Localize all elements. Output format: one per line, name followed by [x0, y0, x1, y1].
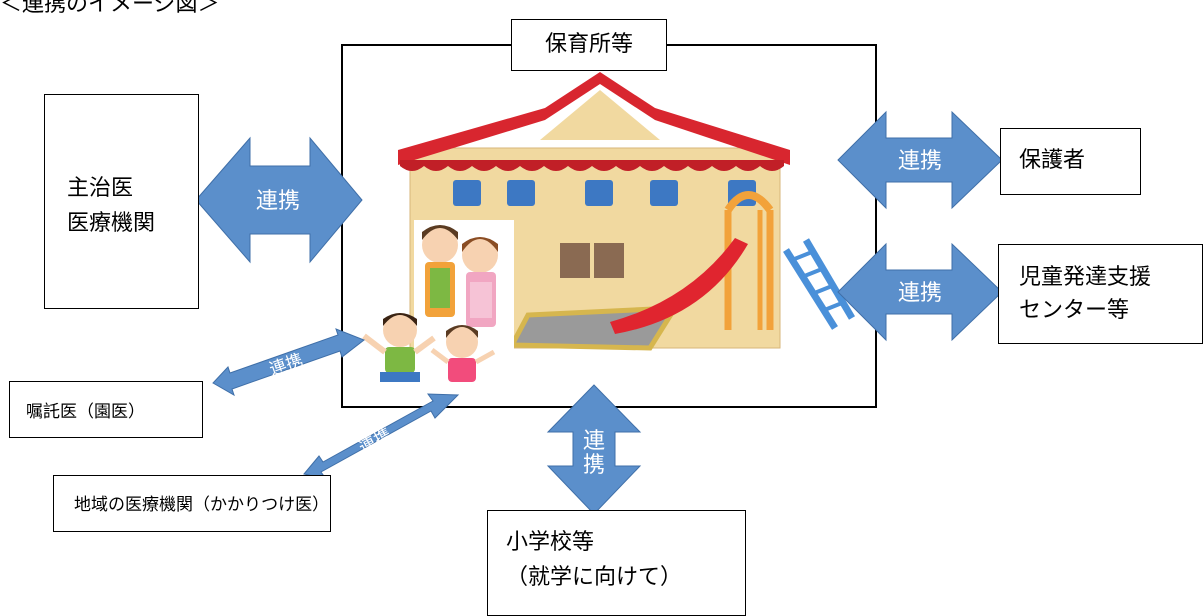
guardian-box: 保護者 [1000, 128, 1141, 195]
doctor-link-arrow [195, 136, 363, 264]
school-doctor-box: 嘱託医（園医） [9, 381, 203, 438]
family-illustration [362, 220, 514, 382]
child-support-line2: センター等 [1019, 298, 1130, 323]
slide-illustration [610, 191, 856, 334]
school-doctor-link-arrow [212, 328, 366, 397]
doctor-line1: 主治医 [67, 176, 134, 201]
child-support-link-label: 連携 [898, 281, 942, 306]
local-medical-link-arrow [303, 393, 460, 480]
school-link-label-1: 連 [583, 429, 605, 454]
school-box: 小学校等 （就学に向けて） [487, 510, 746, 616]
school-link-label-2: 携 [583, 453, 605, 478]
diagram-title: ＜連携のイメージ図＞ [0, 0, 220, 17]
doctor-box: 主治医 医療機関 [44, 94, 199, 309]
school-line2: （就学に向けて） [506, 565, 683, 591]
child-support-box: 児童発達支援 センター等 [998, 244, 1203, 344]
center-label: 保育所等 [544, 32, 633, 57]
school-doctor-link-label: 連携 [267, 350, 306, 380]
local-medical-box: 地域の医療機関（かかりつけ医） [53, 475, 331, 532]
school-doctor-label: 嘱託医（園医） [26, 402, 145, 422]
doctor-link-label: 連携 [256, 189, 300, 214]
center-label-box: 保育所等 [511, 19, 667, 71]
doctor-line2: 医療機関 [67, 211, 156, 237]
child-support-line1: 児童発達支援 [1019, 265, 1152, 290]
school-line1: 小学校等 [506, 530, 595, 555]
local-medical-label: 地域の医療機関（かかりつけ医） [74, 495, 330, 515]
guardian-link-label: 連携 [898, 149, 942, 174]
guardian-label: 保護者 [1019, 148, 1086, 173]
